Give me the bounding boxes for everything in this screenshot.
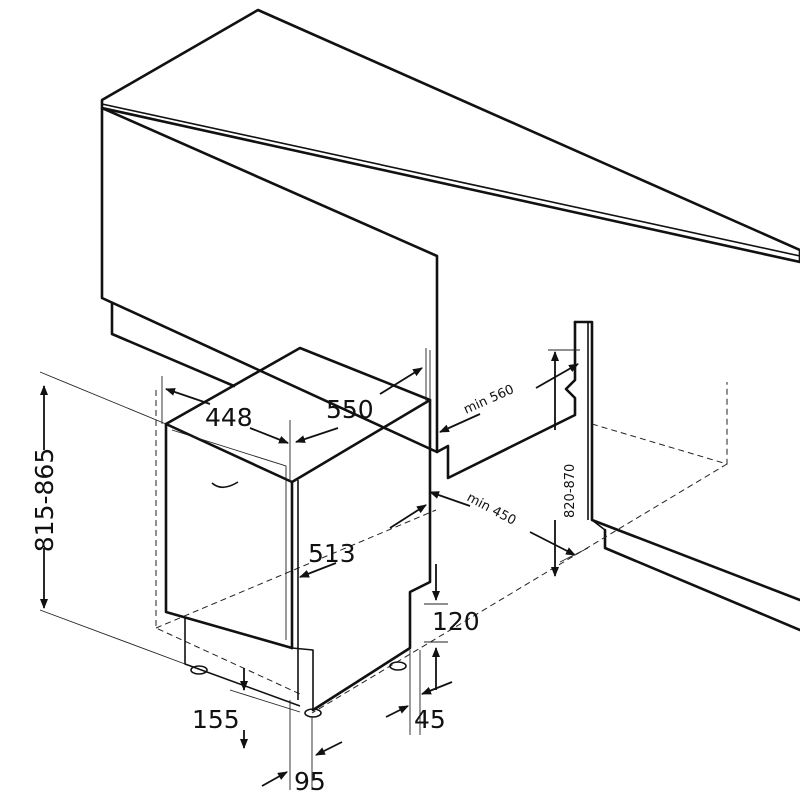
- label-niche-depth: min 450: [464, 490, 518, 528]
- niche-opening: [435, 320, 800, 602]
- niche-hidden-lines: [155, 382, 728, 714]
- foot: [389, 661, 407, 671]
- right-cabinet: [591, 519, 800, 632]
- dim-niche-height: 820-870: [548, 349, 580, 577]
- dim-width: 448: [161, 376, 291, 482]
- left-cabinet: [100, 106, 439, 454]
- label-foot-height: 155: [192, 705, 240, 734]
- label-depth: 550: [326, 395, 374, 424]
- foot: [304, 708, 322, 718]
- label-door-depth: 513: [308, 539, 356, 568]
- label-foot-offset: 95: [294, 767, 326, 796]
- worktop: [100, 8, 800, 264]
- label-adjust: 45: [414, 705, 446, 734]
- dim-adjust: 45: [385, 650, 453, 735]
- dim-foot-height: 155: [192, 668, 301, 749]
- dim-door-depth: 513: [299, 504, 427, 578]
- dim-plinth-height: 120: [424, 564, 480, 690]
- dim-foot-offset: 95: [261, 700, 343, 796]
- label-width: 448: [205, 403, 253, 432]
- dim-depth: 550: [295, 348, 427, 443]
- dim-height: 815-865: [30, 371, 186, 665]
- foot: [190, 665, 208, 675]
- label-height-range: 815-865: [30, 448, 59, 552]
- door-handle: [211, 481, 239, 489]
- label-plinth-height: 120: [432, 607, 480, 636]
- label-niche-height: 820-870: [563, 464, 578, 518]
- label-niche-width: min 560: [462, 382, 517, 417]
